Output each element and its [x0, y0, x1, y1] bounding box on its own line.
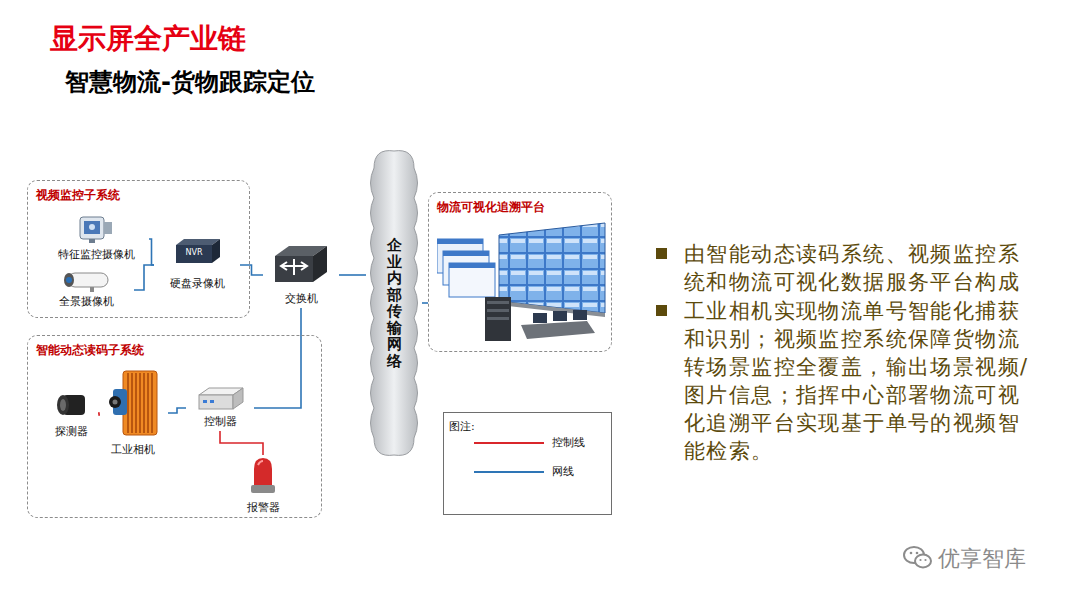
cam1-icon	[76, 214, 116, 250]
group-heading: 物流可视化追溯平台	[437, 199, 545, 216]
legend-line-sample	[474, 440, 544, 446]
bullet-square	[656, 305, 667, 316]
connector-line	[339, 274, 366, 276]
connector-line	[240, 265, 263, 275]
device-label: 探测器	[42, 424, 100, 439]
vertical-text: 企业内部传输网络	[387, 237, 402, 369]
det-icon-svg	[53, 389, 89, 421]
legend-text: 网线	[552, 464, 574, 479]
panorama-camera: 全景摄像机	[38, 269, 134, 311]
legend-line-sample	[474, 469, 544, 475]
network-switch: 交换机	[263, 242, 339, 308]
industrial-camera: 工业相机	[98, 367, 168, 459]
legend-box: 图注: 控制线网线	[443, 412, 612, 515]
group-heading: 智能动态读码子系统	[36, 342, 144, 359]
watermark: 优享智库	[938, 544, 1026, 574]
platform-illustration	[437, 221, 607, 349]
device-label: 硬盘录像机	[154, 276, 240, 291]
ctrl-icon-svg	[195, 385, 245, 413]
nvr-recorder: 硬盘录像机 NVR	[154, 237, 240, 293]
device-label: 交换机	[263, 291, 339, 306]
cam1-icon-svg	[76, 214, 116, 246]
connector-line	[168, 408, 186, 413]
page-subtitle: 智慧物流-货物跟踪定位	[65, 66, 315, 98]
legend-text: 控制线	[552, 435, 585, 450]
legend-line	[474, 471, 544, 473]
icam-icon	[107, 367, 159, 443]
alarm: 报警器	[232, 455, 294, 517]
wechat-icon	[902, 544, 934, 576]
sw-icon-svg	[271, 242, 331, 288]
controller: 控制器	[186, 385, 254, 431]
det-icon	[53, 389, 89, 425]
device-label: 报警器	[232, 500, 294, 515]
ctrl-icon	[195, 385, 245, 417]
device-label: 特征监控摄像机	[43, 247, 149, 262]
connector-line	[220, 431, 263, 455]
alarm-icon	[248, 455, 278, 501]
connector-line	[149, 239, 154, 265]
connector-line	[134, 265, 154, 290]
device-label: 全景摄像机	[38, 294, 134, 309]
alarm-icon-svg	[248, 455, 278, 497]
group-heading: 视频监控子系统	[36, 187, 120, 204]
icam-icon-svg	[107, 367, 159, 439]
platform-illustration-svg	[437, 221, 607, 345]
page-title: 显示屏全产业链	[50, 20, 246, 58]
feature-camera: 特征监控摄像机	[43, 214, 149, 264]
device-label: 控制器	[186, 414, 254, 429]
wechat-icon-svg	[902, 544, 934, 572]
reader-subsystem-group: 智能动态读码子系统探测器工业相机 控制器报警器	[27, 335, 322, 518]
bullet-text: 工业相机实现物流单号智能化捕获和识别；视频监控系统保障货物流转场景监控全覆盖，输…	[684, 297, 1034, 465]
network-cloud: 企业内部传输网络	[366, 148, 422, 458]
bullet-square	[656, 248, 667, 259]
nvr-badge: NVR	[176, 248, 212, 257]
cam2-icon-svg	[60, 269, 112, 293]
cloud-shape	[371, 151, 418, 456]
device-label: 工业相机	[98, 442, 168, 457]
video-subsystem-group: 视频监控子系统特征监控摄像机全景摄像机 硬盘录像机 NVR	[27, 180, 250, 318]
connector-line	[98, 413, 100, 415]
detector: 探测器	[42, 389, 100, 441]
bullet-text: 由智能动态读码系统、视频监控系统和物流可视化数据服务平台构成	[684, 240, 1034, 296]
connector-line	[254, 308, 301, 408]
legend-line	[474, 442, 544, 444]
legend-title: 图注:	[449, 419, 475, 434]
cam2-icon	[60, 269, 112, 297]
sw-icon	[271, 242, 331, 292]
platform-group: 物流可视化追溯平台	[428, 192, 612, 352]
